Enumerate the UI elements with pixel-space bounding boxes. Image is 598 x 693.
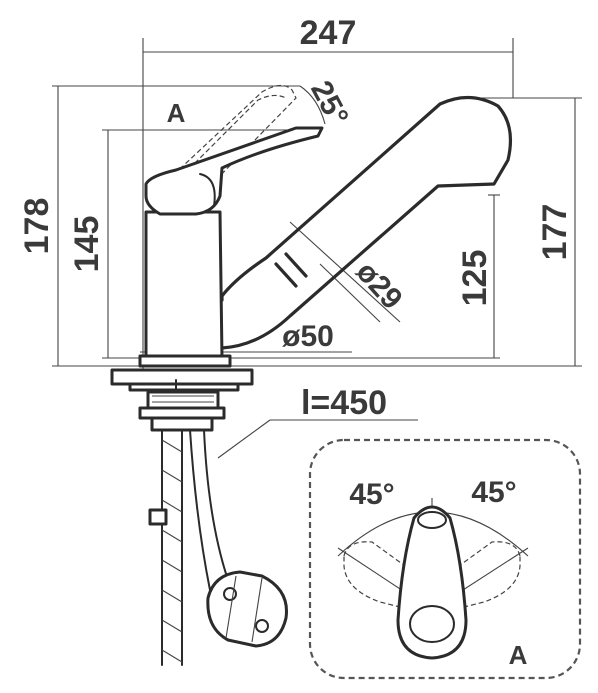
spout-diameter-label: ø29 — [349, 255, 408, 316]
detail-angle-left-label: 45° — [349, 478, 394, 511]
detail-view-a — [308, 438, 582, 680]
overall-length-label: 247 — [300, 14, 357, 52]
height-spout-label: 177 — [536, 204, 574, 261]
hose-length-label: l=450 — [301, 384, 387, 422]
height-total-label: 178 — [18, 198, 56, 255]
base-diameter-label: ø50 — [282, 320, 334, 353]
detail-view-marker: A — [509, 640, 528, 670]
view-marker-top: A — [167, 98, 186, 128]
detail-angle-right-label: 45° — [471, 476, 516, 509]
lever-angle-label: 25° — [304, 76, 354, 132]
faucet-side-view — [110, 84, 512, 432]
height-lever-label: 145 — [68, 216, 106, 273]
height-spout-outlet-label: 125 — [456, 250, 494, 307]
hoses — [148, 429, 288, 666]
